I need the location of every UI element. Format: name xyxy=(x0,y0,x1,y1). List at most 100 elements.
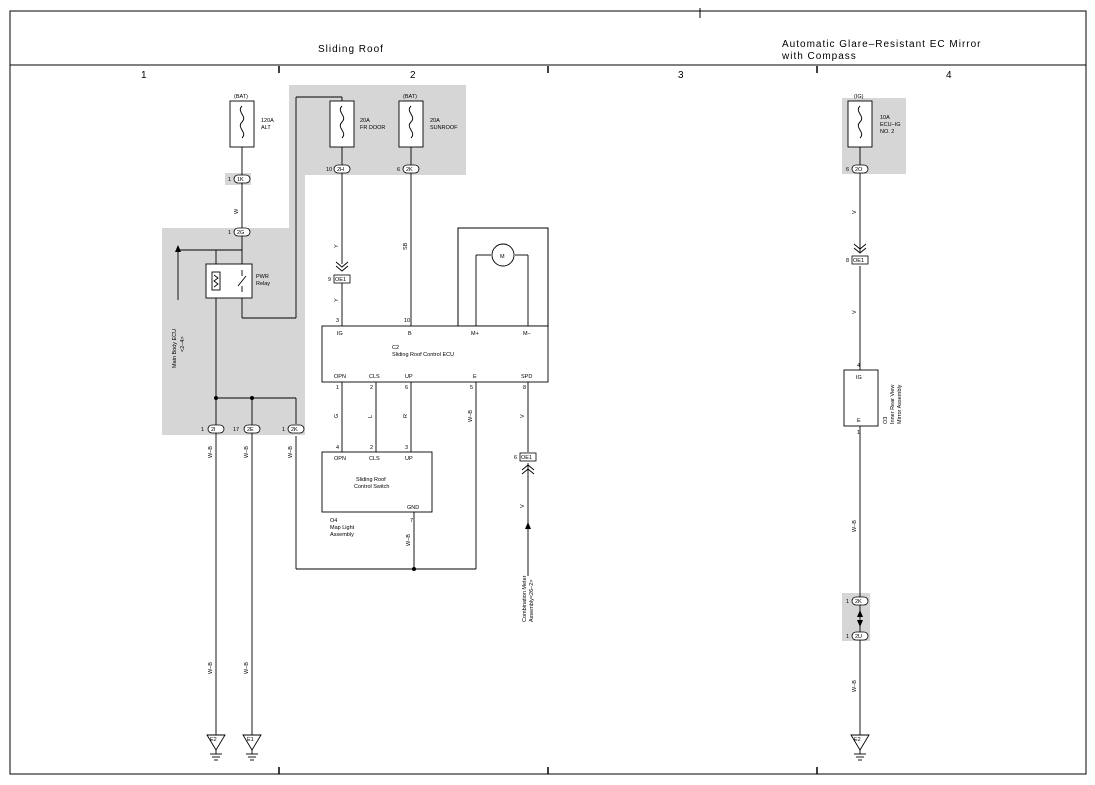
svg-text:1: 1 xyxy=(282,427,285,433)
sliding-roof-control-ecu: 3 10 IG B M+ M– C2 Sliding Roof Control … xyxy=(321,318,549,391)
wire-color-label: W xyxy=(234,208,240,214)
ground-e2-left: E2 xyxy=(206,734,226,761)
svg-text:2I: 2I xyxy=(211,427,216,433)
svg-text:E: E xyxy=(473,374,477,380)
motor-icon: M xyxy=(491,243,515,267)
svg-text:20A: 20A xyxy=(430,118,440,124)
svg-text:1: 1 xyxy=(201,427,204,433)
svg-text:6: 6 xyxy=(514,455,517,461)
svg-text:C2: C2 xyxy=(392,345,399,351)
svg-text:10A: 10A xyxy=(880,115,890,121)
svg-text:SPD: SPD xyxy=(521,374,532,380)
svg-text:10: 10 xyxy=(404,318,410,324)
wire-color-label: W–B xyxy=(208,446,214,458)
wire-color-label: V xyxy=(520,504,526,508)
svg-text:10: 10 xyxy=(326,167,332,173)
motor-enclosure xyxy=(457,227,549,327)
svg-text:1: 1 xyxy=(846,634,849,640)
svg-text:NO. 2: NO. 2 xyxy=(880,129,894,135)
connector-2U: 1 2U xyxy=(846,631,869,641)
svg-text:2: 2 xyxy=(370,385,373,391)
svg-text:2K: 2K xyxy=(406,167,413,173)
svg-text:Map Light: Map Light xyxy=(330,525,355,531)
connector-2K-mid: 1 2K xyxy=(282,424,305,434)
svg-text:IG: IG xyxy=(337,331,343,337)
fuse-fr-door: 20A FR DOOR xyxy=(329,100,385,148)
sliding-roof-title: Sliding Roof xyxy=(318,44,384,55)
svg-text:1: 1 xyxy=(228,177,231,183)
svg-text:2K: 2K xyxy=(855,599,862,605)
combination-meter-ref: Assembly<26–2> xyxy=(529,580,535,623)
svg-text:(IG): (IG) xyxy=(854,94,864,100)
svg-text:1: 1 xyxy=(846,599,849,605)
svg-text:2E: 2E xyxy=(247,427,254,433)
svg-text:E2: E2 xyxy=(210,737,217,743)
wire-color-label: W–B xyxy=(406,534,412,546)
svg-text:20A: 20A xyxy=(360,118,370,124)
wire-color-label: V xyxy=(852,210,858,214)
splice-point xyxy=(250,396,254,400)
wire-color-label: W–B xyxy=(468,410,474,422)
svg-text:B: B xyxy=(408,331,412,337)
svg-text:5: 5 xyxy=(470,385,473,391)
connector-2K-low: 1 2K xyxy=(846,596,869,606)
svg-text:4: 4 xyxy=(857,363,860,369)
svg-text:2: 2 xyxy=(370,445,373,451)
connector-2H: 10 2H xyxy=(326,164,351,174)
combination-meter-label: Combination Meter xyxy=(522,575,528,622)
wire-color-label: W–B xyxy=(244,662,250,674)
ground-e2-right: E2 xyxy=(850,734,870,761)
svg-text:6: 6 xyxy=(397,167,400,173)
svg-text:IG: IG xyxy=(856,375,862,381)
svg-text:E2: E2 xyxy=(854,737,861,743)
svg-text:FR DOOR: FR DOOR xyxy=(360,125,385,131)
svg-text:3: 3 xyxy=(336,318,339,324)
svg-text:2K: 2K xyxy=(291,427,298,433)
svg-text:6: 6 xyxy=(405,385,408,391)
svg-text:OE1: OE1 xyxy=(335,277,346,283)
connector-OE1-b: 6 OE1 xyxy=(514,452,537,475)
wire-color-label: W–B xyxy=(208,662,214,674)
connector-2K-top: 6 2K xyxy=(397,164,420,174)
svg-text:1: 1 xyxy=(228,230,231,236)
mirror-name-line2: Mirror Assembly xyxy=(897,384,903,424)
svg-text:120A: 120A xyxy=(261,118,274,124)
wire-color-label: SB xyxy=(403,242,409,250)
ec-mirror-title-line2: with Compass xyxy=(781,51,857,62)
connector-2I: 1 2I xyxy=(201,424,225,434)
wires-column-1 xyxy=(175,96,476,735)
svg-text:2O: 2O xyxy=(855,167,863,173)
fuse-alt: (BAT) 120A ALT xyxy=(229,94,274,148)
wires-column-4 xyxy=(857,147,863,735)
wire-color-label: R xyxy=(403,414,409,418)
wire-color-label: Y xyxy=(334,298,340,302)
mirror-code-label: O3 xyxy=(883,417,889,424)
splice-point xyxy=(214,396,218,400)
svg-text:(BAT): (BAT) xyxy=(234,94,248,100)
wire-color-label: V xyxy=(852,310,858,314)
svg-text:2G: 2G xyxy=(237,230,244,236)
svg-text:4: 4 xyxy=(336,445,339,451)
column-number-2: 2 xyxy=(410,70,416,81)
svg-text:Sliding Roof Control ECU: Sliding Roof Control ECU xyxy=(392,352,454,358)
svg-text:M: M xyxy=(500,254,505,260)
svg-text:OE1: OE1 xyxy=(853,258,864,264)
svg-text:E1: E1 xyxy=(247,737,254,743)
svg-text:UP: UP xyxy=(405,456,413,462)
ec-mirror-title-line1: Automatic Glare–Resistant EC Mirror xyxy=(782,39,982,50)
svg-text:2H: 2H xyxy=(337,167,344,173)
svg-text:M+: M+ xyxy=(471,331,479,337)
inner-rear-view-mirror: 4 IG E 1 xyxy=(843,363,879,436)
svg-text:(BAT): (BAT) xyxy=(403,94,417,100)
svg-text:E: E xyxy=(857,418,861,424)
svg-text:1: 1 xyxy=(857,430,860,436)
svg-text:Relay: Relay xyxy=(256,281,270,287)
column-ruler: 1 2 3 4 xyxy=(141,66,952,774)
svg-text:ALT: ALT xyxy=(261,125,271,131)
svg-text:PWR: PWR xyxy=(256,274,269,280)
wire-color-label: V xyxy=(520,414,526,418)
ground-e1: E1 xyxy=(242,734,262,761)
svg-text:9: 9 xyxy=(328,277,331,283)
svg-text:3: 3 xyxy=(405,445,408,451)
